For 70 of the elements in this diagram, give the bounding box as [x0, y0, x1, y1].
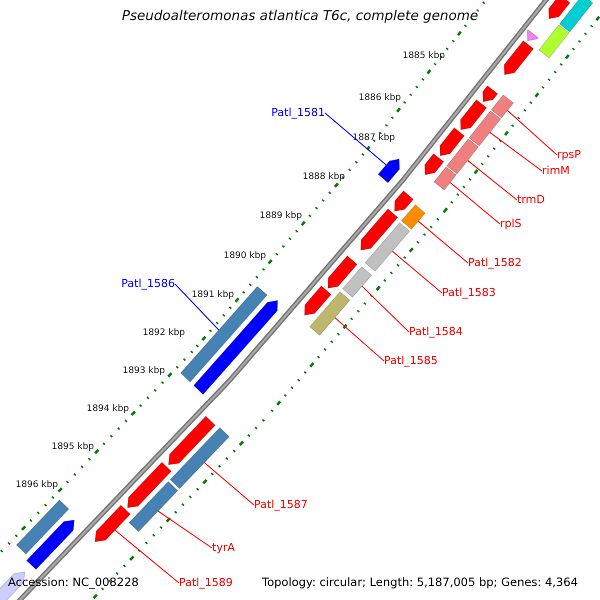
gene-label: rpsP: [557, 148, 581, 162]
gene-label: Patl_1581: [271, 106, 325, 120]
scale-label: 1889 kbp: [260, 212, 302, 222]
gene-arrow-shape: [460, 99, 488, 130]
gene-label: rimM: [542, 164, 570, 178]
gene-arrow-shape: [504, 40, 534, 76]
scale-label: 1895 kbp: [52, 443, 94, 453]
gene-arrow-shape: [168, 416, 216, 466]
gene-label: Patl_1589: [179, 576, 233, 590]
leader-line: [362, 286, 410, 332]
genome-summary: Topology: circular; Length: 5,187,005 bp; Genes: 4,364: [262, 576, 578, 589]
gene-label: Patl_1583: [442, 286, 496, 300]
gene-arrow-shape: [394, 190, 414, 212]
scale-label: 1887 kbp: [352, 134, 395, 144]
scale-label: 1886 kbp: [358, 94, 401, 104]
gene-arrow-shape: [94, 504, 131, 542]
leader-line: [392, 250, 442, 294]
gene-bar: [401, 204, 426, 230]
accession-text: Accession: NC_008228: [8, 576, 139, 589]
gene-label: Patl_1586: [121, 278, 175, 290]
gene-arrow-shape: [360, 208, 398, 251]
gene-arrow-shape: [26, 520, 75, 570]
gene-label: Patl_1584: [409, 326, 463, 338]
gene-bar: [559, 0, 594, 32]
gene-bar: [434, 166, 457, 190]
gene-label: Patl_1587: [254, 498, 308, 512]
scale-label: 1896 kbp: [16, 481, 58, 491]
gene-bar: [128, 481, 178, 532]
leader-line: [158, 510, 212, 548]
scale-label: 1885 kbp: [402, 52, 445, 62]
gene-arrow-shape: [378, 158, 400, 184]
scale-label: 1892 kbp: [142, 329, 185, 339]
leader-line: [114, 530, 180, 584]
gene-label: Patl_1585: [384, 354, 438, 368]
gene-arrow-shape: [527, 29, 539, 42]
gene-label: Patl_1582: [468, 256, 522, 270]
gene-bar: [342, 266, 372, 298]
gene-bar: [170, 427, 230, 490]
leader-line: [467, 160, 518, 200]
scale-label: 1888 kbp: [302, 173, 345, 183]
scale-label: 1891 kbp: [192, 291, 234, 301]
scale-label: 1894 kbp: [86, 405, 129, 415]
gene-bar: [468, 110, 502, 146]
leader-line: [334, 317, 384, 362]
gene-arrow-shape: [328, 255, 358, 289]
gene-arrow-shape: [193, 300, 278, 395]
leader-line: [324, 112, 387, 166]
scale-label: 1893 kbp: [122, 367, 165, 377]
gene-bar: [490, 94, 514, 118]
leader-line: [418, 220, 468, 264]
gene-arrow-shape: [548, 0, 570, 20]
gene-label: trmD: [517, 194, 545, 206]
map-title: Pseudoalteromonas atlantica T6c, complete genome: [122, 9, 478, 24]
gene-bar: [538, 24, 570, 58]
gene-arrow-shape: [304, 285, 332, 316]
leader-line: [174, 284, 220, 331]
gene-arrow-shape: [424, 153, 444, 176]
gene-bar: [446, 138, 479, 174]
gene-label: tyrA: [212, 542, 235, 554]
leader-line: [506, 110, 558, 156]
gene-bar: [364, 222, 410, 272]
gene-arrow-shape: [482, 85, 498, 102]
gene-label: rplS: [500, 218, 522, 230]
gene-arrow-shape: [440, 127, 465, 156]
gene-arrow-shape: [127, 462, 172, 508]
gene-bar: [16, 500, 70, 554]
leader-line: [204, 462, 254, 506]
leader-line: [489, 132, 542, 172]
gene-bar: [309, 291, 350, 336]
scale-label: 1890 kbp: [224, 252, 266, 262]
